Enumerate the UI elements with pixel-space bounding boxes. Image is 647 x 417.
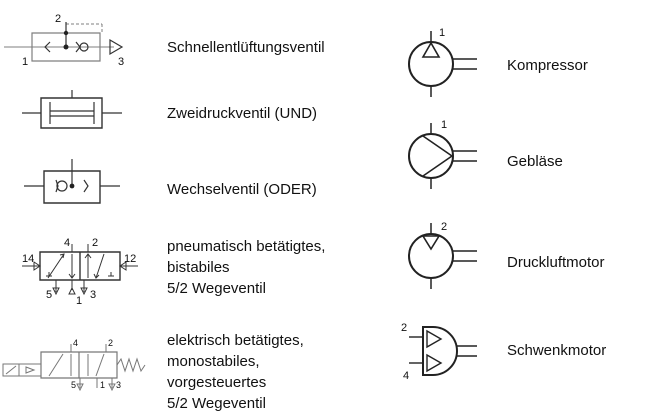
label-electric-valve-line-2: monostabiles, <box>167 353 260 370</box>
swivel-motor-symbol: 2 4 <box>401 322 495 382</box>
port-label-5: 5 <box>71 380 76 390</box>
port-label-3: 3 <box>90 289 96 301</box>
label-shuttle-valve: Wechselventil (ODER) <box>167 181 317 198</box>
label-pneumatic-valve-line-1: pneumatisch betätigtes, <box>167 238 326 255</box>
port-label-1: 1 <box>439 27 445 39</box>
port-label-3: 3 <box>116 380 121 390</box>
label-electric-valve-line-1: elektrisch betätigtes, <box>167 332 304 349</box>
port-label-12: 12 <box>124 253 136 265</box>
port-label-14: 14 <box>22 253 34 265</box>
label-air-motor: Druckluftmotor <box>507 254 605 271</box>
port-label-1: 1 <box>100 380 105 390</box>
pneumatic-valve-symbol: 4 2 14 12 5 3 1 <box>22 237 150 307</box>
port-label-5: 5 <box>46 289 52 301</box>
label-quick-exhaust-valve: Schnellentlüftungsventil <box>167 39 325 56</box>
port-label-1: 1 <box>76 295 82 307</box>
port-label-2: 2 <box>401 322 407 334</box>
label-blower: Gebläse <box>507 153 563 170</box>
port-label-1: 1 <box>22 56 28 68</box>
label-swivel-motor: Schwenkmotor <box>507 342 607 359</box>
port-label-4: 4 <box>73 338 78 348</box>
shuttle-valve-symbol <box>0 155 140 215</box>
electric-valve-symbol: 4 2 5 1 3 <box>0 338 155 410</box>
port-label-2: 2 <box>441 221 447 233</box>
label-pneumatic-valve-line-3: 5/2 Wegeventil <box>167 280 266 297</box>
quick-exhaust-valve-symbol: 2 1 3 <box>0 13 124 68</box>
label-compressor: Kompressor <box>507 57 588 74</box>
compressor-symbol: 1 <box>395 27 495 105</box>
port-label-4: 4 <box>64 237 70 249</box>
port-label-3: 3 <box>118 56 124 68</box>
label-electric-valve-line-3: vorgesteuertes <box>167 374 267 391</box>
port-label-1: 1 <box>441 119 447 131</box>
port-label-4: 4 <box>403 370 409 382</box>
blower-symbol: 1 <box>395 119 495 197</box>
label-pneumatic-valve-line-2: bistabiles <box>167 259 230 276</box>
label-electric-valve-line-4: 5/2 Wegeventil <box>167 395 266 412</box>
label-dual-pressure-valve: Zweidruckventil (UND) <box>167 105 318 122</box>
air-motor-symbol: 2 <box>395 221 495 297</box>
port-label-2: 2 <box>108 338 113 348</box>
port-label-2: 2 <box>55 13 61 25</box>
dual-pressure-valve-symbol <box>0 85 140 145</box>
port-label-2: 2 <box>92 237 98 249</box>
